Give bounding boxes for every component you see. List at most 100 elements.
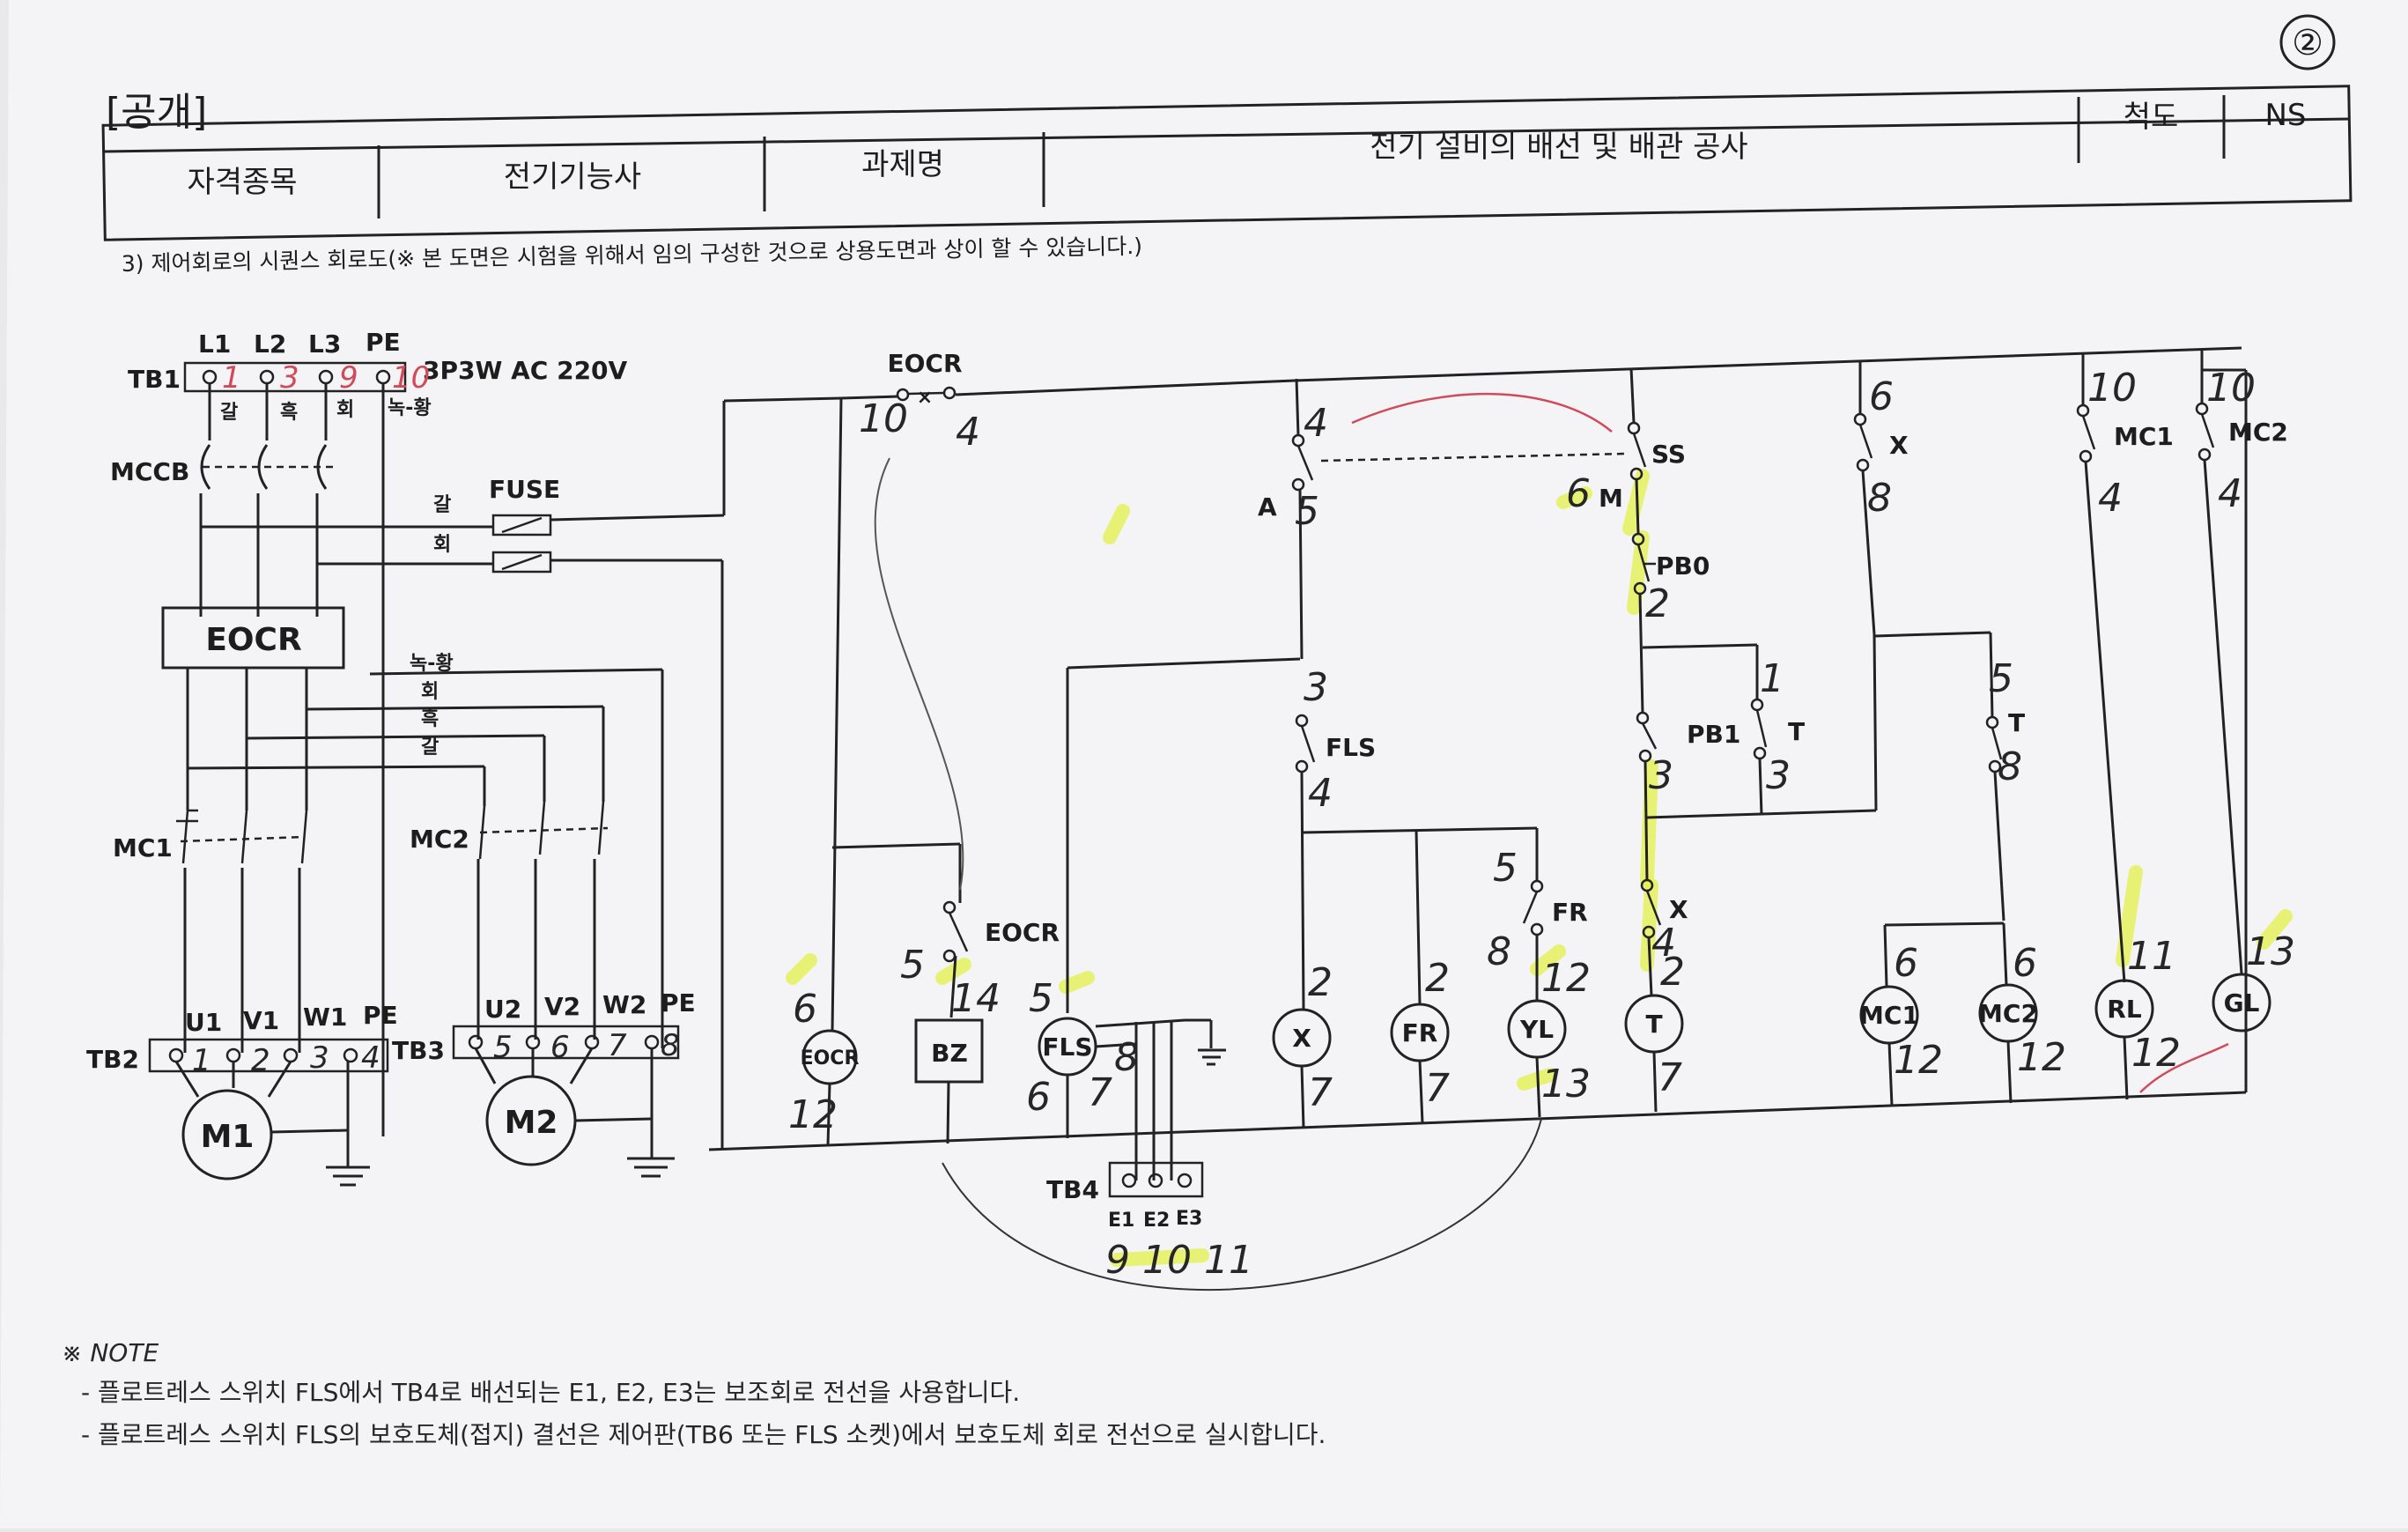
hand-tb2-1: 1 <box>192 1043 211 1078</box>
coil-t: T <box>1645 1010 1662 1039</box>
page-number-circle <box>2279 14 2336 70</box>
hand-tb2-3: 3 <box>310 1040 329 1076</box>
hand-eocr-top-2: 4 <box>956 410 980 455</box>
power-circuit <box>148 361 842 1187</box>
label-t-timer: T <box>2008 708 2025 737</box>
tb4-e1: E1 <box>1108 1210 1134 1232</box>
tb2-v1: V1 <box>243 1006 279 1035</box>
coil-bz: BZ <box>931 1039 968 1068</box>
hand-coil-bot-fls: 6 <box>1026 1075 1051 1120</box>
tb1-color-4: 녹-황 <box>388 397 432 419</box>
label-fr-contact: FR <box>1552 898 1588 927</box>
coil-mc1: MC1 <box>1859 1001 1919 1030</box>
hand-fr-bot: 8 <box>1487 929 1511 974</box>
label-t-contact: T <box>1788 717 1805 746</box>
hand-mc1-top: 10 <box>2087 366 2137 411</box>
hand-t-timer-bot: 8 <box>1998 744 2022 789</box>
label-eocr-top: EOCR <box>887 349 962 378</box>
header-table <box>101 85 2353 241</box>
label-spec: 3P3W AC 220V <box>423 356 628 385</box>
label-tb4: TB4 <box>1046 1175 1099 1204</box>
tb3-u2: U2 <box>484 995 521 1024</box>
hand-pb0-bot: 2 <box>1645 581 1670 626</box>
hand-tb4: 9 10 11 <box>1105 1238 1253 1283</box>
coil-mc2: MC2 <box>1978 999 2038 1028</box>
bus-color-3: 흑 <box>421 708 439 730</box>
hand-tb2-2: 2 <box>251 1043 270 1078</box>
hand-tb3-2: 6 <box>550 1030 570 1065</box>
motor-m1: M1 <box>201 1119 255 1155</box>
coil-yl: YL <box>1519 1015 1554 1044</box>
hand-coil-bot-t: 7 <box>1658 1055 1682 1100</box>
hand-tb1-3: 9 <box>339 360 358 396</box>
hand-a-bot: 5 <box>1295 489 1319 534</box>
hand-eocr-top-1: 10 <box>859 396 908 441</box>
bus-color-2: 회 <box>421 681 439 703</box>
label-mc2: MC2 <box>410 825 469 854</box>
page-number: ② <box>2292 23 2323 63</box>
note-title: ※ NOTE <box>62 1338 159 1367</box>
label-mc1-contact: MC1 <box>2114 422 2174 451</box>
label-ss: SS <box>1651 440 1686 469</box>
hand-coil-top-mc2: 6 <box>2013 941 2037 986</box>
motor-m2: M2 <box>505 1105 558 1141</box>
hand-coil-bot-rl: 12 <box>2131 1031 2181 1076</box>
hand-a-top: 4 <box>1304 401 1328 446</box>
label-pe: PE <box>366 328 401 357</box>
hand-tb1-1: 1 <box>222 360 241 396</box>
label-l2: L2 <box>254 329 286 359</box>
coil-x: X <box>1292 1024 1311 1053</box>
tb4-e3: E3 <box>1176 1208 1202 1230</box>
hand-pb1-bot: 3 <box>1649 753 1673 798</box>
hand-fls-bot: 4 <box>1308 771 1333 816</box>
task-label: 과제명 <box>861 147 944 182</box>
coil-rl: RL <box>2107 995 2142 1024</box>
label-eocr-power: EOCR <box>205 622 301 658</box>
hand-mc2-top: 10 <box>2206 366 2256 411</box>
label-tb2: TB2 <box>86 1045 139 1074</box>
label-x-top: X <box>1889 431 1909 460</box>
tb4-e2: E2 <box>1143 1210 1170 1232</box>
label-m: M <box>1599 484 1623 513</box>
hand-coil-bot-yl: 13 <box>1541 1062 1591 1106</box>
tb1-color-1: 갈 <box>220 402 238 424</box>
hand-coil-bot-fr: 7 <box>1425 1066 1450 1111</box>
coil-fr: FR <box>1402 1018 1438 1047</box>
coil-gl: GL <box>2224 988 2260 1018</box>
label-x-contact: X <box>1669 895 1688 924</box>
label-pb1: PB1 <box>1687 720 1740 749</box>
bus-color-1: 녹-황 <box>410 653 454 675</box>
label-mc2-contact: MC2 <box>2228 418 2288 447</box>
hand-m: 6 <box>1566 471 1591 516</box>
label-mccb: MCCB <box>110 457 189 486</box>
hand-mc2-bot: 4 <box>2218 471 2242 516</box>
label-tb1: TB1 <box>128 365 181 394</box>
hand-coil-top-eocr: 6 <box>793 987 817 1032</box>
hand-coil-bot-eocr: 12 <box>788 1092 838 1137</box>
tb1-color-2: 흑 <box>280 402 298 424</box>
hand-coil-bot-fls2: 7 <box>1088 1070 1112 1115</box>
coil-fls: FLS <box>1042 1032 1092 1062</box>
note-line-1: - 플로트레스 스위치 FLS에서 TB4로 배선되는 E1, E2, E3는 … <box>81 1378 1020 1407</box>
hand-coil-bot-x: 7 <box>1308 1070 1333 1115</box>
hand-coil-top-gl: 13 <box>2246 929 2295 974</box>
hand-coil-top-mc1: 6 <box>1894 941 1918 986</box>
fuse-wire-1: 갈 <box>433 494 451 516</box>
tb1-color-3: 회 <box>336 399 354 421</box>
public-tag: [공개] <box>106 90 207 135</box>
fuse-wire-2: 회 <box>433 534 451 556</box>
tb3-pe: PE <box>661 988 696 1018</box>
highlights <box>786 469 2293 1267</box>
svg-text:×: × <box>917 387 933 409</box>
hand-mc1-bot: 4 <box>2098 476 2123 521</box>
hand-eocr-nc-5: 5 <box>900 943 925 988</box>
label-eocr-nc: EOCR <box>985 918 1060 947</box>
hand-tb2-4: 4 <box>361 1040 380 1076</box>
scale-label: 척도 <box>2124 100 2179 135</box>
tb2-u1: U1 <box>185 1008 222 1037</box>
control-circuit: × <box>708 346 2271 1291</box>
tb2-pe: PE <box>363 1001 398 1030</box>
hand-tb3-4: 8 <box>661 1028 680 1063</box>
